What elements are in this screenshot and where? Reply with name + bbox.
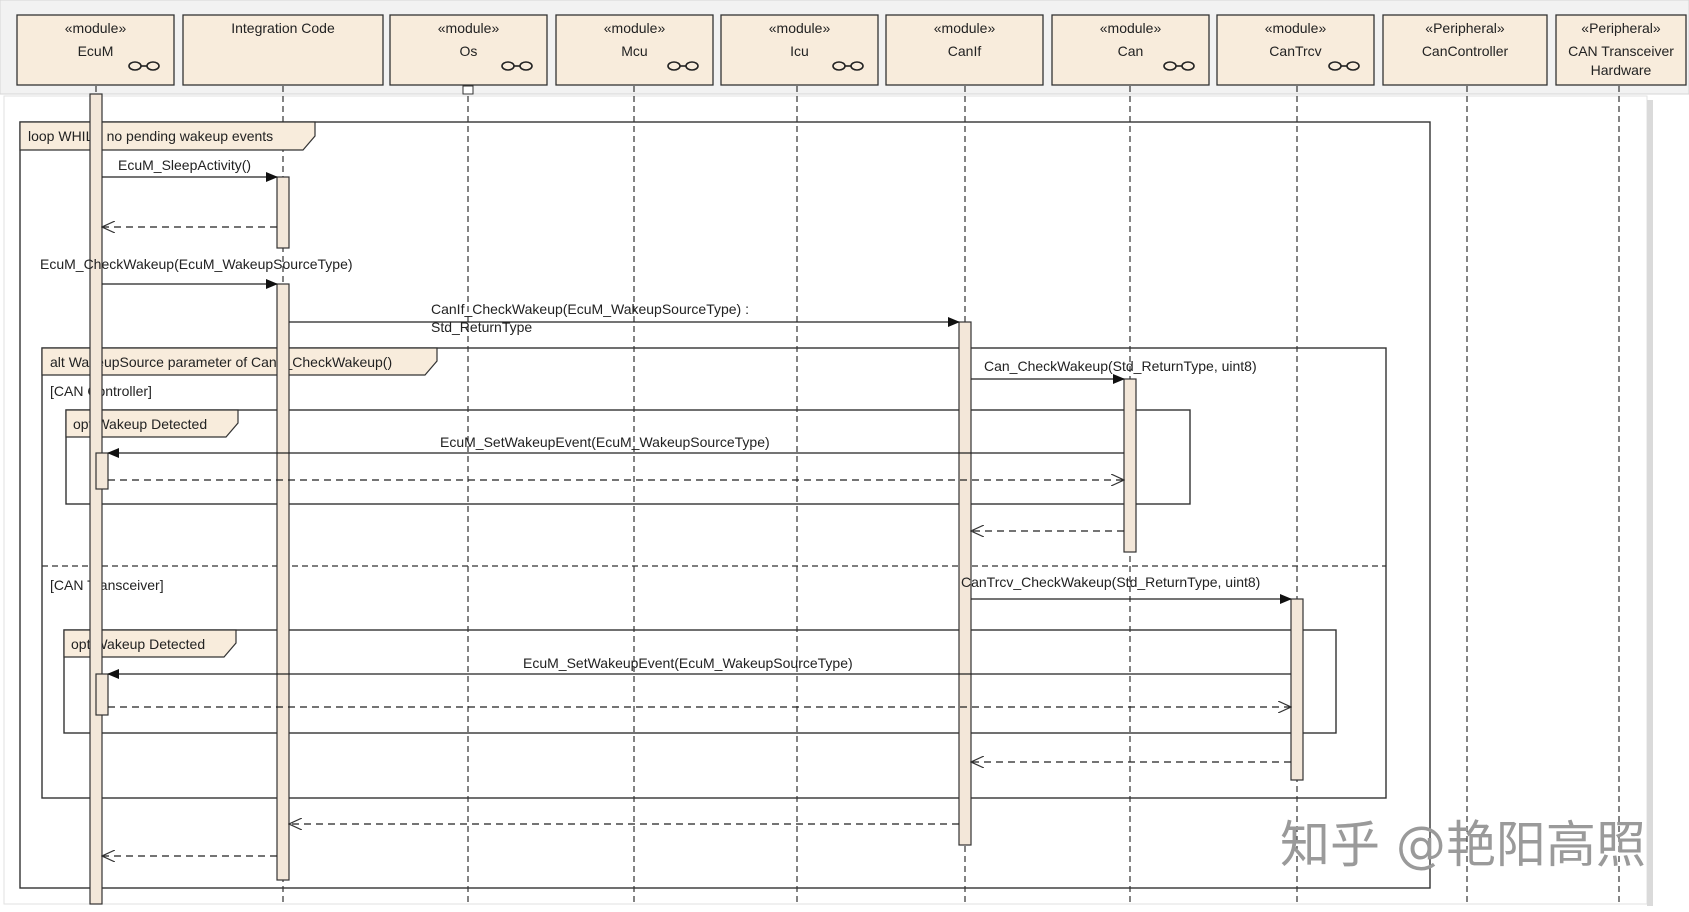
svg-text:loop WHILE no pending wakeup e: loop WHILE no pending wakeup events	[28, 128, 273, 144]
message-label: Can_CheckWakeup(Std_ReturnType, uint8)	[984, 358, 1257, 374]
message-9-call: CanTrcv_CheckWakeup(Std_ReturnType, uint…	[961, 574, 1292, 604]
lifeline-header-canif: «module» CanIf	[885, 14, 1044, 86]
lifeline-name: CanController	[1422, 43, 1509, 59]
loop-fragment-frame	[19, 121, 1431, 889]
message-label: EcuM_SetWakeupEvent(EcuM_WakeupSourceTyp…	[523, 655, 853, 671]
message-4-call: CanIf_CheckWakeup(EcuM_WakeupSourceType)…	[289, 301, 960, 335]
message-label: EcuM_SetWakeupEvent(EcuM_WakeupSourceTyp…	[440, 434, 770, 450]
component-icon	[501, 61, 533, 71]
alt-operator: alt	[50, 354, 65, 370]
opt2-guard: Wakeup Detected	[94, 636, 205, 652]
message-5-call: Can_CheckWakeup(Std_ReturnType, uint8)	[971, 358, 1257, 384]
lifeline-header-box	[1555, 14, 1687, 86]
lifeline-header-box	[16, 14, 175, 86]
loop-guard: WHILE no pending wakeup events	[58, 128, 273, 144]
message-label: CanIf_CheckWakeup(EcuM_WakeupSourceType)…	[431, 301, 749, 317]
lifeline-stereotype: «module»	[934, 20, 996, 36]
watermark: 知乎 @艳阳高照	[1280, 816, 1646, 874]
lifeline-stereotype: «module»	[438, 20, 500, 36]
lifeline-name: Integration Code	[231, 20, 335, 36]
diagram-frame	[3, 95, 1648, 905]
lifeline-stereotype: «module»	[65, 20, 127, 36]
opt1-operator: opt	[73, 416, 93, 432]
lifeline-name: Mcu	[621, 43, 647, 59]
opt1-tab	[65, 409, 239, 438]
lifeline-stereotype: «Peripheral»	[1581, 20, 1661, 36]
lifeline-header-cantrcv: «module» CanTrcv	[1216, 14, 1375, 86]
activation-ecum-nested-2	[95, 673, 109, 716]
message-3-call: EcuM_CheckWakeup(EcuM_WakeupSourceType)	[40, 256, 353, 289]
opt1-guard: Wakeup Detected	[96, 416, 207, 432]
lifeline-header-box	[1051, 14, 1210, 86]
lifeline-header-box	[720, 14, 879, 86]
alt-operand2-guard: [CAN Transceiver]	[50, 577, 164, 593]
lifeline-header-box	[555, 14, 714, 86]
message-10-call: EcuM_SetWakeupEvent(EcuM_WakeupSourceTyp…	[107, 655, 1291, 679]
message-1-call: EcuM_SleepActivity()	[102, 157, 278, 182]
component-icon	[667, 61, 699, 71]
os-marker	[462, 85, 474, 95]
lifeline-header-integration: Integration Code	[182, 14, 384, 86]
component-icon	[832, 61, 864, 71]
lifeline-name: CanIf	[948, 43, 982, 59]
opt-fragment-1: opt Wakeup Detected	[65, 409, 1191, 505]
lifeline-header-os: «module» Os	[389, 14, 548, 86]
component-icon	[128, 61, 160, 71]
lifeline-name: Os	[460, 43, 478, 59]
lifeline-stereotype: «Peripheral»	[1425, 20, 1505, 36]
loop-operator: loop	[28, 128, 55, 144]
svg-text:alt WakeupSource parameter of: alt WakeupSource parameter of CanIf_Chec…	[50, 354, 392, 370]
lifeline-header-cancontroller: «Peripheral» CanController	[1382, 14, 1548, 86]
activation-integration-check	[276, 283, 290, 881]
lifeline-stereotype: «module»	[769, 20, 831, 36]
activation-cantrcv-check	[1290, 598, 1304, 781]
activation-ecum-nested-1	[95, 452, 109, 490]
lifeline-header-box	[1216, 14, 1375, 86]
opt-fragment-2: opt Wakeup Detected	[63, 629, 1337, 734]
lifeline-stereotype: «module»	[604, 20, 666, 36]
lifeline-header-icu: «module» Icu	[720, 14, 879, 86]
diagram-frame-shadow	[1647, 100, 1653, 906]
lifeline-name: EcuM	[78, 43, 114, 59]
alt-fragment-tab	[41, 347, 438, 376]
svg-text:opt Wakeup Detected: opt Wakeup Detected	[71, 636, 205, 652]
lifeline-name: Icu	[790, 43, 809, 59]
svg-text:opt Wakeup Detected: opt Wakeup Detected	[73, 416, 207, 432]
lifeline-header-box	[1382, 14, 1548, 86]
lifeline-name: Can	[1118, 43, 1144, 59]
message-label: CanTrcv_CheckWakeup(Std_ReturnType, uint…	[961, 574, 1260, 590]
alt-guard: WakeupSource parameter of CanIf_CheckWak…	[69, 354, 392, 370]
message-6-call: EcuM_SetWakeupEvent(EcuM_WakeupSourceTyp…	[107, 434, 1124, 458]
lifeline-header-box	[389, 14, 548, 86]
lifeline-header-can: «module» Can	[1051, 14, 1210, 86]
message-label: EcuM_SleepActivity()	[118, 157, 251, 173]
opt2-tab	[63, 629, 237, 658]
lifeline-header-ecum: «module» EcuM	[16, 14, 175, 86]
lifeline-stereotype: «module»	[1100, 20, 1162, 36]
opt2-operator: opt	[71, 636, 91, 652]
component-icon	[1163, 61, 1195, 71]
lifeline-name: CanTrcv	[1269, 43, 1321, 59]
message-label: EcuM_CheckWakeup(EcuM_WakeupSourceType)	[40, 256, 353, 272]
activation-ecum-main	[89, 93, 103, 905]
lifeline-header-box	[885, 14, 1044, 86]
component-icon	[1328, 61, 1360, 71]
opt1-frame	[65, 409, 1191, 505]
alt-fragment: alt WakeupSource parameter of CanIf_Chec…	[41, 347, 1387, 799]
activation-integration-sleep	[276, 176, 290, 249]
lifeline-stereotype: «module»	[1265, 20, 1327, 36]
lifeline-header-box	[182, 14, 384, 86]
alt-fragment-frame	[41, 347, 1387, 799]
activation-can-check	[1123, 378, 1137, 553]
message-label-continued: Std_ReturnType	[431, 319, 532, 335]
opt2-frame	[63, 629, 1337, 734]
lifeline-header-mcu: «module» Mcu	[555, 14, 714, 86]
